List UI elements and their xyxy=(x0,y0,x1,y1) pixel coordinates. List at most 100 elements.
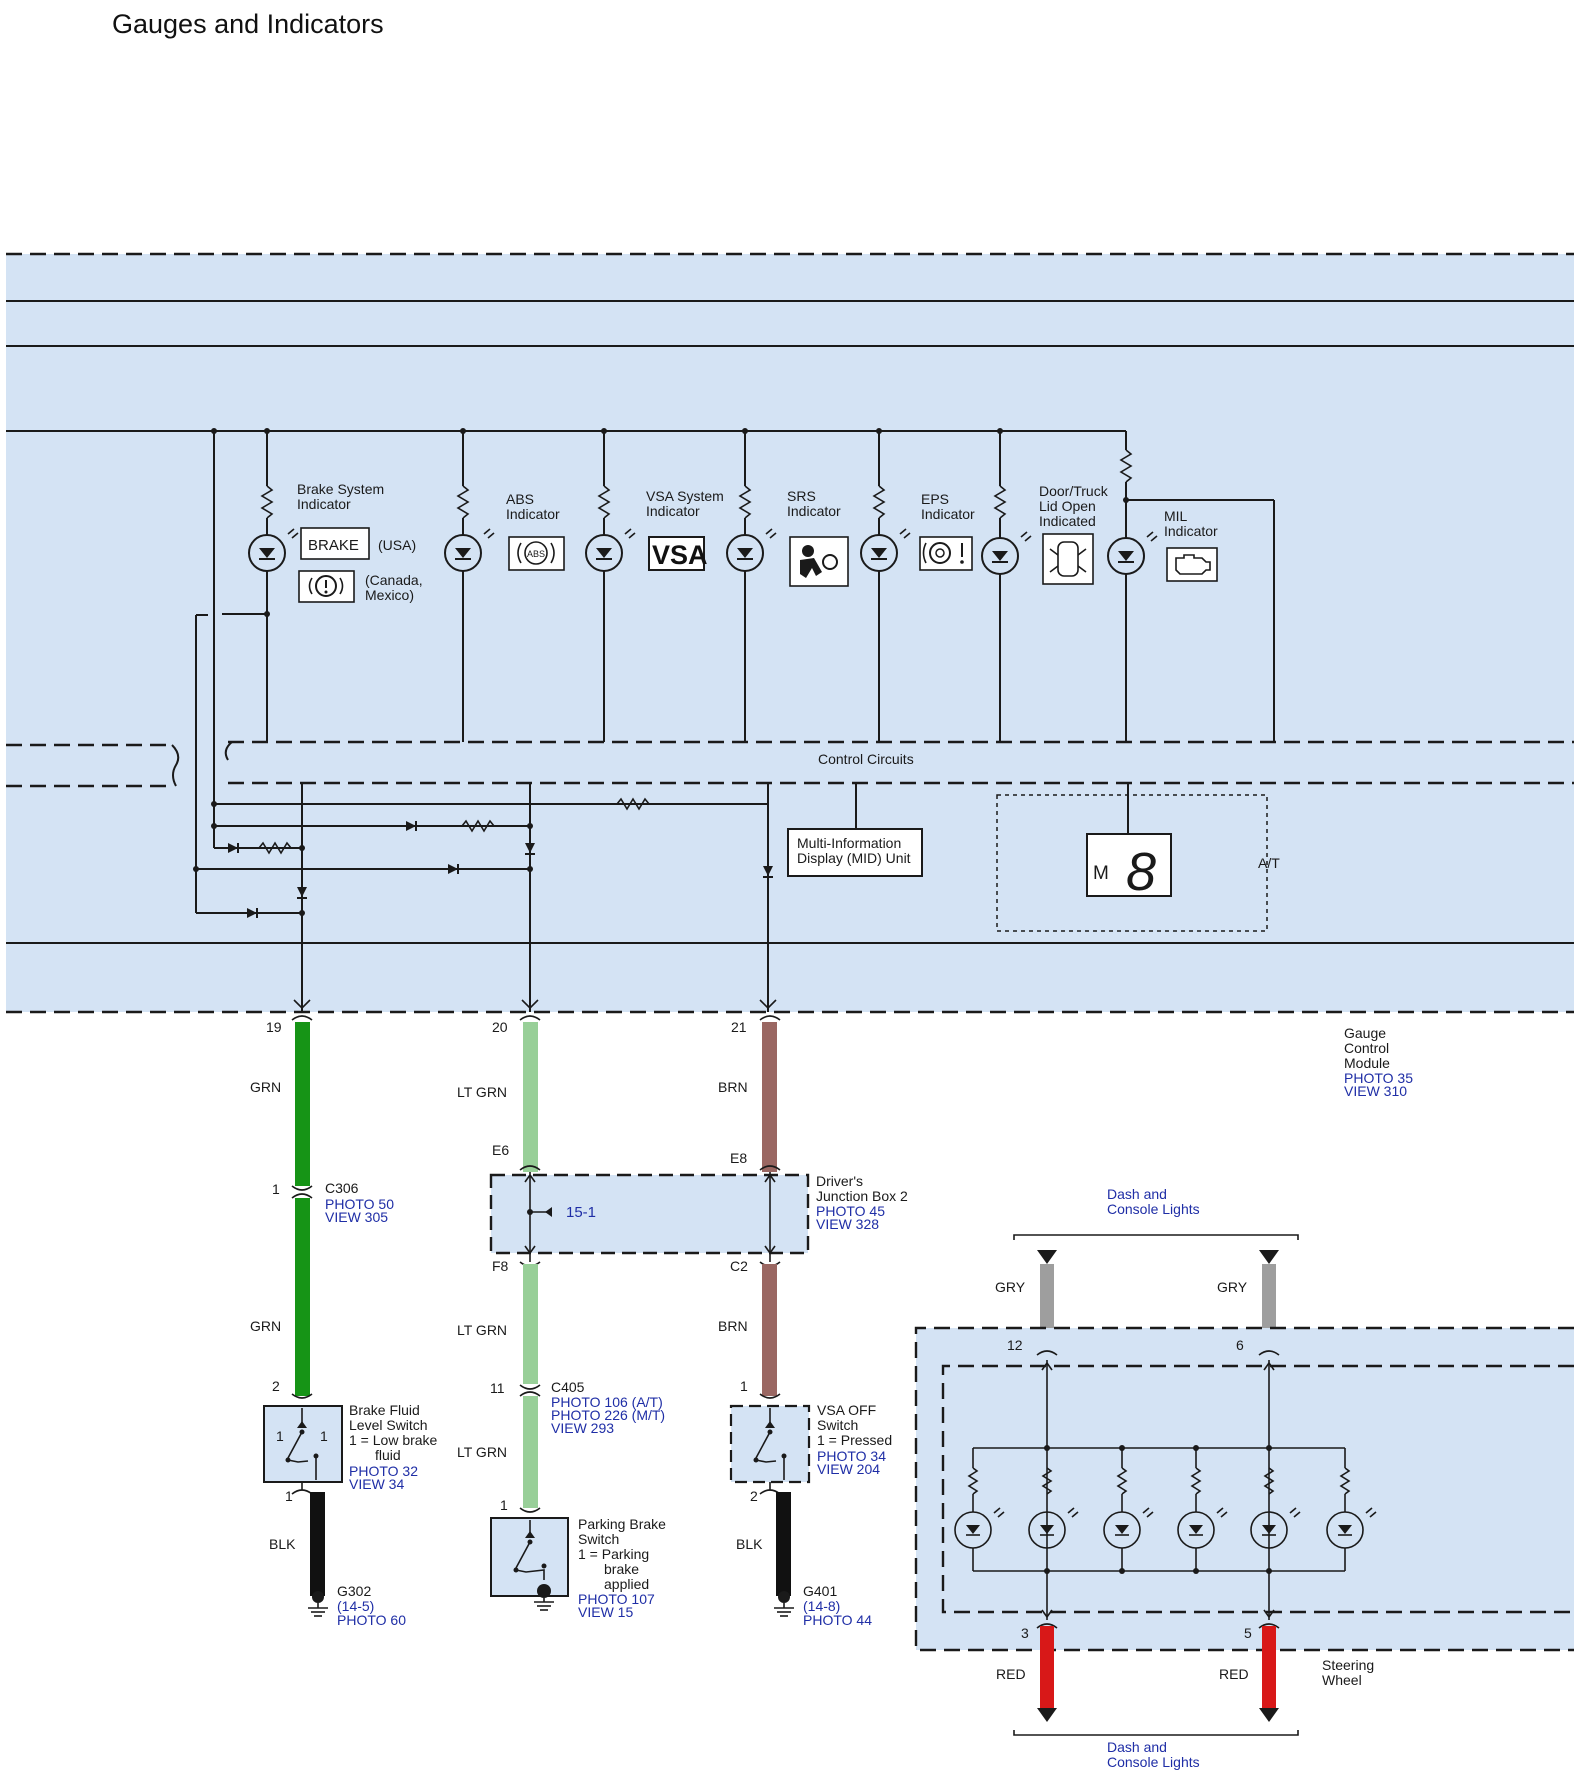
svg-text:1 = Low brake: 1 = Low brake xyxy=(349,1432,438,1448)
svg-text:A/T: A/T xyxy=(1258,855,1280,871)
svg-text:applied: applied xyxy=(604,1576,649,1592)
svg-text:Brake Fluid: Brake Fluid xyxy=(349,1402,420,1418)
svg-text:1: 1 xyxy=(320,1428,328,1444)
svg-text:11: 11 xyxy=(490,1380,505,1396)
brake-column xyxy=(248,431,286,742)
svg-text:PHOTO 35: PHOTO 35 xyxy=(1344,1070,1413,1086)
svg-text:Parking Brake: Parking Brake xyxy=(578,1516,666,1532)
wire-grn-upper xyxy=(295,1022,310,1186)
wire-grn-lower xyxy=(295,1198,310,1396)
svg-text:M: M xyxy=(1093,863,1109,884)
svg-text:Dash and: Dash and xyxy=(1107,1739,1167,1755)
svg-text:(USA): (USA) xyxy=(378,537,416,553)
page-title: Gauges and Indicators xyxy=(112,9,384,39)
svg-text:F8: F8 xyxy=(492,1258,509,1274)
abs-column xyxy=(444,431,482,742)
indicator-abs: ABS Indicator ABS xyxy=(506,491,565,571)
svg-text:Control: Control xyxy=(1344,1040,1389,1056)
svg-text:C2: C2 xyxy=(730,1258,748,1274)
svg-text:Indicator: Indicator xyxy=(646,503,700,519)
svg-text:2: 2 xyxy=(272,1378,280,1394)
svg-text:PHOTO 226 (M/T): PHOTO 226 (M/T) xyxy=(551,1407,665,1423)
svg-text:LT GRN: LT GRN xyxy=(457,1444,507,1460)
vsa-column xyxy=(585,431,623,742)
svg-text:Brake System: Brake System xyxy=(297,481,384,497)
svg-text:PHOTO 32: PHOTO 32 xyxy=(349,1463,418,1479)
svg-text:VIEW 310: VIEW 310 xyxy=(1344,1083,1407,1099)
gear-position-display: M 8 A/T xyxy=(996,794,1280,932)
wire-brn-lower xyxy=(762,1264,777,1396)
svg-text:BRN: BRN xyxy=(718,1318,748,1334)
vsa-icon xyxy=(648,536,705,571)
svg-text:Door/Truck: Door/Truck xyxy=(1039,483,1109,499)
svg-text:RED: RED xyxy=(996,1666,1026,1682)
circuit-parking-brake: 20 LT GRN E6 F8 LT GRN 11 C405 PHOTO 106… xyxy=(457,1015,666,1620)
svg-text:21: 21 xyxy=(731,1019,747,1035)
svg-text:ABS: ABS xyxy=(506,491,534,507)
svg-text:Wheel: Wheel xyxy=(1322,1672,1362,1688)
svg-text:Driver's: Driver's xyxy=(816,1173,863,1189)
svg-text:(Canada,: (Canada, xyxy=(365,572,423,588)
svg-text:Display (MID) Unit: Display (MID) Unit xyxy=(797,850,911,866)
drivers-junction-box-2: 15-1 Driver's Junction Box 2 PHOTO 45 VI… xyxy=(489,1172,908,1262)
wire-red-left xyxy=(1040,1626,1054,1710)
svg-text:Switch: Switch xyxy=(817,1417,858,1433)
door-column xyxy=(981,431,1019,742)
svg-text:BRN: BRN xyxy=(718,1079,748,1095)
svg-text:VSA: VSA xyxy=(652,540,708,570)
svg-text:C405: C405 xyxy=(551,1379,585,1395)
svg-text:1: 1 xyxy=(500,1497,508,1513)
svg-text:G302: G302 xyxy=(337,1583,371,1599)
control-circuits-label: Control Circuits xyxy=(818,751,914,767)
brake-symbol: BRAKE xyxy=(308,537,359,554)
circuit-brake-fluid: 19 GRN 1 C306 PHOTO 50 VIEW 305 GRN 2 1 … xyxy=(250,1015,438,1628)
svg-text:Indicator: Indicator xyxy=(1164,523,1218,539)
svg-text:1 = Pressed: 1 = Pressed xyxy=(817,1432,892,1448)
svg-text:Console Lights: Console Lights xyxy=(1107,1754,1200,1770)
svg-text:BLK: BLK xyxy=(736,1536,763,1552)
svg-text:BLK: BLK xyxy=(269,1536,296,1552)
gauge-control-module-label: Gauge Control Module PHOTO 35 VIEW 310 xyxy=(1344,1025,1413,1099)
svg-text:Dash and: Dash and xyxy=(1107,1186,1167,1202)
svg-text:fluid: fluid xyxy=(375,1447,401,1463)
svg-text:PHOTO 44: PHOTO 44 xyxy=(803,1612,872,1628)
svg-text:(14-8): (14-8) xyxy=(803,1598,840,1614)
wire-brn-upper xyxy=(762,1022,777,1172)
svg-text:PHOTO 106 (A/T): PHOTO 106 (A/T) xyxy=(551,1394,663,1410)
svg-text:VIEW 34: VIEW 34 xyxy=(349,1476,404,1492)
svg-text:15-1: 15-1 xyxy=(566,1204,596,1221)
svg-text:RED: RED xyxy=(1219,1666,1249,1682)
airbag-icon xyxy=(789,536,849,587)
svg-text:1 = Parking: 1 = Parking xyxy=(578,1546,649,1562)
svg-text:PHOTO 34: PHOTO 34 xyxy=(817,1448,886,1464)
wire-blk-vsa xyxy=(776,1492,791,1596)
svg-text:Switch: Switch xyxy=(578,1531,619,1547)
svg-text:GRY: GRY xyxy=(1217,1279,1248,1295)
svg-text:EPS: EPS xyxy=(921,491,949,507)
svg-text:1: 1 xyxy=(272,1181,280,1197)
module-internal-logic xyxy=(193,431,1129,918)
steering-warning-icon xyxy=(919,536,973,571)
indicator-srs: SRS Indicator xyxy=(787,488,849,587)
ground-parking-icon xyxy=(534,1598,554,1611)
svg-text:PHOTO 45: PHOTO 45 xyxy=(816,1203,885,1219)
wire-blk-brake xyxy=(310,1492,325,1596)
svg-text:20: 20 xyxy=(492,1019,508,1035)
svg-text:12: 12 xyxy=(1007,1337,1023,1353)
svg-text:Lid Open: Lid Open xyxy=(1039,498,1096,514)
svg-text:Indicator: Indicator xyxy=(506,506,560,522)
svg-text:VIEW 305: VIEW 305 xyxy=(325,1209,388,1225)
svg-text:Indicator: Indicator xyxy=(297,496,351,512)
ground-g302-icon xyxy=(308,1603,328,1617)
svg-text:G401: G401 xyxy=(803,1583,837,1599)
svg-text:VIEW 293: VIEW 293 xyxy=(551,1420,614,1436)
svg-text:VSA OFF: VSA OFF xyxy=(817,1402,876,1418)
svg-text:Module: Module xyxy=(1344,1055,1390,1071)
svg-text:LT GRN: LT GRN xyxy=(457,1084,507,1100)
dash-console-lamps xyxy=(954,1445,1377,1574)
svg-text:Indicator: Indicator xyxy=(787,503,841,519)
wire-ltgrn-middle xyxy=(523,1264,538,1384)
svg-text:VIEW 204: VIEW 204 xyxy=(817,1461,880,1477)
svg-text:6: 6 xyxy=(1236,1337,1244,1353)
